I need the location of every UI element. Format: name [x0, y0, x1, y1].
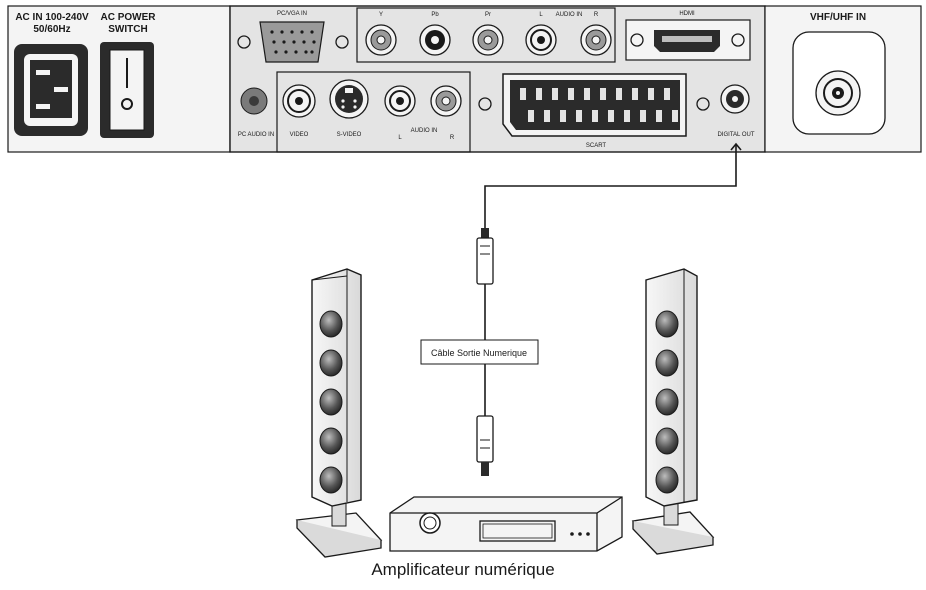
mount-screw-icon	[478, 97, 492, 111]
pr-label: Pr	[485, 12, 491, 18]
speaker-driver-icon	[319, 427, 343, 455]
av-input-group	[276, 71, 471, 153]
scart-pin	[608, 110, 614, 122]
speaker-driver-icon	[319, 466, 343, 494]
audio-in-bottom-r-label: R	[450, 135, 455, 141]
amplifier-display	[479, 520, 556, 542]
connector-panel: PC/VGA IN Y Pb Pr L AUDIO IN R	[229, 5, 766, 153]
left-speaker	[295, 268, 383, 558]
audio-in-top-label: AUDIO IN	[556, 12, 583, 18]
mount-screw-icon	[630, 33, 644, 47]
s-video-label: S-VIDEO	[337, 132, 362, 138]
cable-label: Câble Sortie Numerique	[431, 348, 527, 358]
mount-screw-icon	[696, 97, 710, 111]
antenna-coax-port	[815, 70, 861, 116]
scart-pin	[648, 88, 654, 100]
ac-power-switch	[100, 42, 154, 138]
scart-pin	[584, 88, 590, 100]
audio-in-bottom-l-label: L	[398, 135, 402, 141]
scart-pin	[632, 88, 638, 100]
speaker-driver-icon	[319, 310, 343, 338]
rca-jack-audio-r-bottom	[430, 85, 462, 117]
arrow-head-icon	[730, 142, 742, 151]
scart-pin	[528, 110, 534, 122]
audio-in-top-l-label: L	[539, 12, 543, 18]
ac-in-label-line2: 50/60Hz	[33, 24, 70, 35]
amplifier-caption: Amplificateur numérique	[371, 560, 555, 579]
volume-knob-icon	[419, 512, 441, 534]
video-label: VIDEO	[290, 132, 309, 138]
rca-jack-y	[365, 24, 397, 56]
digital-out-label: DIGITAL OUT	[717, 132, 754, 138]
rca-jack-audio-l-top	[525, 24, 557, 56]
scart-pin	[592, 110, 598, 122]
speaker-driver-icon	[655, 349, 679, 377]
vga-port	[259, 21, 325, 63]
scart-pin	[664, 88, 670, 100]
rca-jack-video	[282, 84, 316, 118]
component-input-group	[356, 7, 616, 63]
scart-pin	[536, 88, 542, 100]
pc-vga-label: PC/VGA IN	[277, 11, 307, 17]
speaker-driver-icon	[319, 388, 343, 416]
pb-label: Pb	[431, 12, 439, 18]
scart-pin	[520, 88, 526, 100]
ac-in-label-line1: AC IN 100-240V	[15, 12, 89, 23]
cable-label-box: Câble Sortie Numerique	[420, 339, 539, 365]
hdmi-label: HDMI	[679, 11, 695, 17]
mount-screw-icon	[731, 33, 745, 47]
pc-audio-in-jack	[240, 87, 268, 115]
scart-port	[502, 73, 687, 137]
scart-pin	[568, 88, 574, 100]
speaker-driver-icon	[655, 427, 679, 455]
scart-pin	[544, 110, 550, 122]
speaker-driver-icon	[655, 310, 679, 338]
digital-amplifier	[389, 496, 623, 552]
rca-jack-audio-r-top	[580, 24, 612, 56]
mount-screw-icon	[335, 35, 349, 49]
antenna-section: VHF/UHF IN	[764, 5, 922, 153]
pc-audio-in-label: PC AUDIO IN	[238, 132, 274, 138]
speaker-driver-icon	[655, 466, 679, 494]
audio-in-top-r-label: R	[594, 12, 599, 18]
scart-pin	[552, 88, 558, 100]
speaker-driver-icon	[655, 388, 679, 416]
mount-screw-icon	[237, 35, 251, 49]
digital-audio-cable	[476, 142, 742, 476]
scart-pin	[560, 110, 566, 122]
digital-out-jack	[720, 84, 750, 114]
speaker-driver-icon	[319, 349, 343, 377]
power-section: AC IN 100-240V 50/60Hz AC POWER SWITCH	[7, 5, 231, 153]
s-video-port	[329, 79, 369, 119]
right-speaker	[631, 268, 715, 555]
scart-pin	[672, 110, 678, 122]
ac-inlet-socket	[14, 44, 88, 136]
scart-pin	[600, 88, 606, 100]
y-label: Y	[379, 12, 383, 18]
scart-pin	[616, 88, 622, 100]
audio-in-bottom-label: AUDIO IN	[411, 128, 438, 134]
scart-pin	[624, 110, 630, 122]
vhf-uhf-label: VHF/UHF IN	[810, 12, 866, 23]
scart-pin	[656, 110, 662, 122]
rca-jack-audio-l-bottom	[384, 85, 416, 117]
scart-label: SCART	[586, 143, 607, 149]
ac-switch-label-line1: AC POWER	[101, 12, 157, 23]
scart-pin	[576, 110, 582, 122]
hdmi-port	[654, 30, 720, 52]
rca-jack-pb	[419, 24, 451, 56]
ac-switch-label-line2: SWITCH	[108, 24, 147, 35]
rca-jack-pr	[472, 24, 504, 56]
scart-pin	[640, 110, 646, 122]
